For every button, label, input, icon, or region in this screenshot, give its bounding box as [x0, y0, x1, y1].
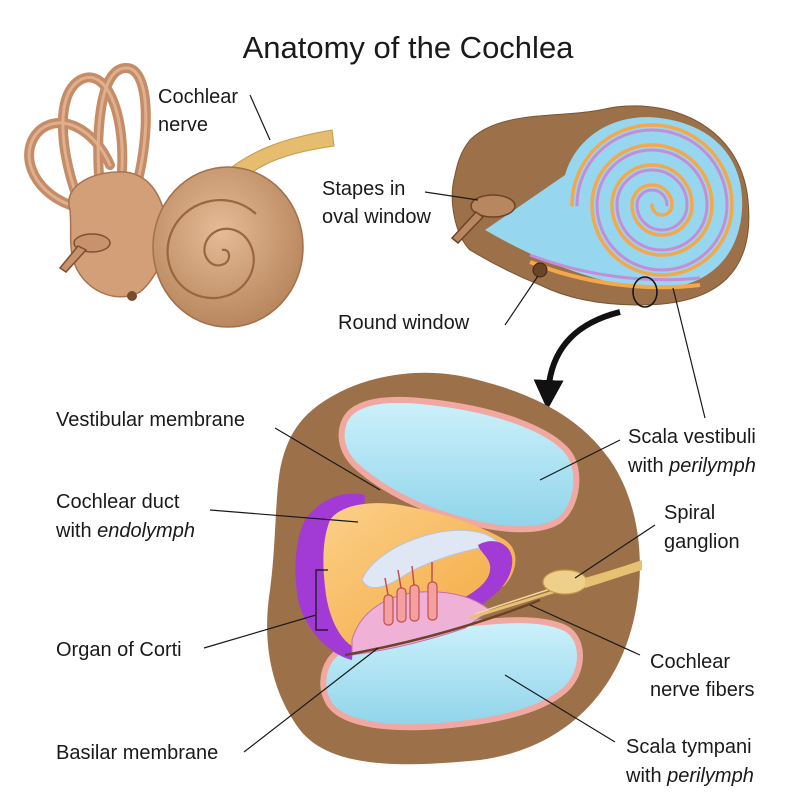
- label-round-window: Round window: [338, 312, 470, 334]
- label-scala-tympani-line2a: with: [625, 765, 667, 787]
- leader-scala-vestibuli: [539, 439, 621, 481]
- cochlea-shell: [152, 166, 304, 328]
- page-title: Anatomy of the Cochlea: [243, 30, 575, 65]
- label-basilar-membrane: Basilar membrane: [56, 742, 218, 764]
- label-cochlear-duct-line2a: with: [55, 520, 97, 542]
- limbus-shape: [460, 541, 513, 612]
- section-highlight-circle: [632, 276, 658, 308]
- leader-cochlear-nerve: [249, 94, 271, 141]
- label-scala-vestibuli-line2b: perilymph: [668, 455, 756, 477]
- leader-basilar-membrane: [243, 647, 379, 753]
- label-spiral-ganglion-line1: Spiral: [664, 502, 715, 524]
- leader-spiral-ganglion: [574, 524, 656, 579]
- label-stapes-line2: oval window: [322, 206, 432, 228]
- spiral-ganglion-shape: [542, 569, 588, 595]
- leader-scala-vestibuli-top: [672, 287, 706, 419]
- label-cochlear-nerve-fibers-line2: nerve fibers: [650, 679, 755, 701]
- leader-scala-tympani: [504, 674, 616, 743]
- stapes-external: [58, 233, 111, 273]
- label-scala-tympani-line1: Scala tympani: [626, 736, 752, 758]
- label-scala-vestibuli-line1: Scala vestibuli: [628, 426, 756, 448]
- label-vestibular-membrane: Vestibular membrane: [56, 409, 245, 431]
- label-scala-vestibuli-line2a: with: [627, 455, 669, 477]
- label-cochlear-nerve-line1: Cochlear: [158, 86, 238, 108]
- leader-organ-of-corti: [203, 614, 317, 649]
- leader-vestibular-membrane: [274, 427, 381, 491]
- section-spiral: [570, 123, 734, 277]
- organ-of-corti-bracket: [315, 569, 328, 631]
- shell-spiral: [166, 199, 257, 300]
- leader-cochlear-duct: [209, 509, 359, 523]
- leader-round-window: [504, 275, 539, 326]
- hair-cells: [383, 581, 438, 626]
- label-cochlear-nerve-line2: nerve: [158, 114, 208, 136]
- label-stapes-line1: Stapes in: [322, 178, 405, 200]
- label-scala-vestibuli-line2: with perilymph: [627, 455, 756, 477]
- scala-vestibuli-shape: [338, 396, 580, 533]
- leader-stapes: [424, 191, 479, 201]
- label-scala-tympani-line2b: perilymph: [666, 765, 754, 787]
- basilar-membrane-shape: [344, 598, 541, 657]
- cochlear-duct-detail: [267, 372, 643, 765]
- leader-cochlear-nerve-fibers: [529, 604, 641, 656]
- round-window-external: [127, 291, 137, 301]
- label-cochlear-nerve-fibers-line1: Cochlear: [650, 651, 730, 673]
- stapes-section: [450, 194, 516, 245]
- round-window-section: [532, 262, 548, 278]
- label-cochlear-duct-line2b: endolymph: [97, 520, 195, 542]
- zoom-arrow: [533, 309, 621, 410]
- cochlea-section-view: [450, 105, 750, 308]
- label-cochlear-duct-line2: with endolymph: [55, 520, 195, 542]
- label-organ-of-corti: Organ of Corti: [56, 639, 182, 661]
- section-basal-turn: [529, 260, 701, 290]
- cochlea-external-view: [24, 63, 335, 328]
- label-cochlear-duct-line1: Cochlear duct: [56, 491, 180, 513]
- label-scala-tympani-line2: with perilymph: [625, 765, 754, 787]
- label-spiral-ganglion-line2: ganglion: [664, 531, 740, 553]
